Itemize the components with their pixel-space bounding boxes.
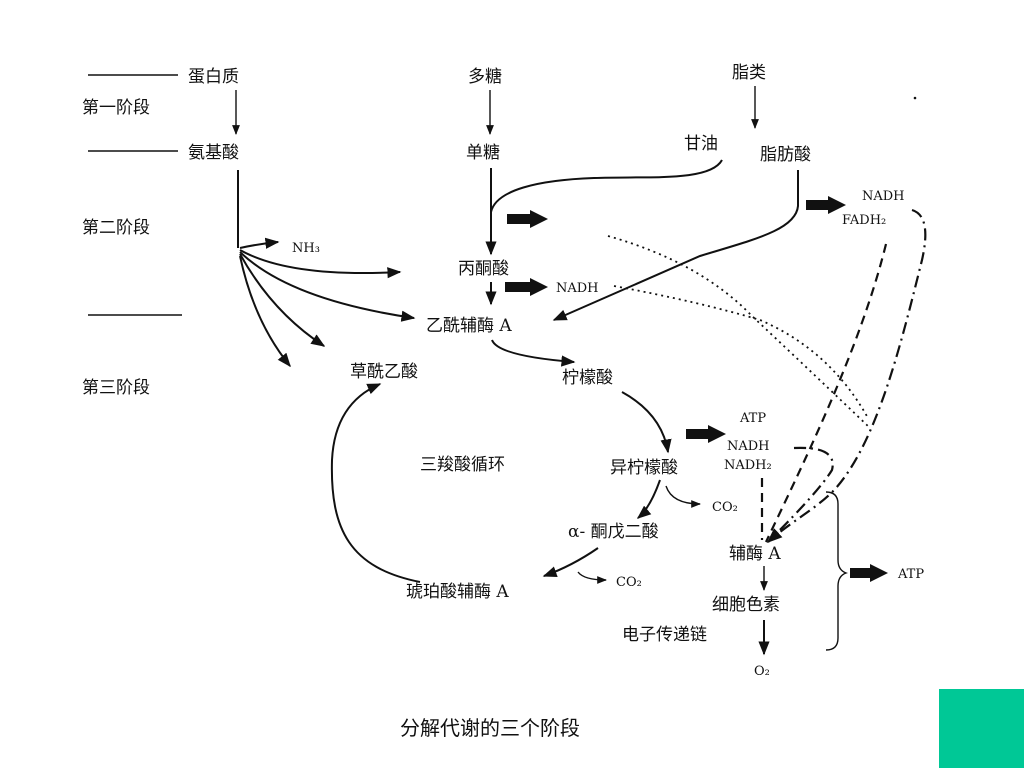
amino-to-pyruvate-arrow (239, 249, 402, 279)
stage-1-label: 第一阶段 (82, 98, 150, 118)
amino-to-acetylcoa-arrow (239, 251, 416, 322)
cycle-nadh-dashdot-line (769, 446, 834, 541)
pyruvate-dotted-line (613, 285, 869, 419)
fadh2-label: FADH₂ (842, 213, 886, 228)
isocitrate-to-akg-arc (636, 479, 661, 519)
co2-succinyl-arrow (577, 571, 607, 584)
nadh-fatty-label: NADH (862, 189, 905, 204)
glycerol-curve (490, 159, 723, 213)
etc-brace (825, 491, 848, 651)
isocitrate-node: 异柠檬酸 (610, 458, 678, 478)
acetyl-coa-node: 乙酰辅酶 A (426, 316, 512, 336)
polysaccharide-node: 多糖 (468, 67, 502, 87)
atp-cycle-label: ATP (739, 411, 766, 426)
stage-3-label: 第三阶段 (82, 378, 150, 398)
nadh2-cycle-label: NADH₂ (724, 458, 772, 473)
succinyl-coa-node: 琥珀酸辅酶 A (406, 582, 509, 602)
fatty-to-acetyl-arrow (552, 170, 799, 321)
glycerol-node: 甘油 (684, 134, 718, 154)
oxaloacetate-node: 草酰乙酸 (350, 362, 418, 382)
akg-to-succinyl-arc (542, 547, 599, 578)
alpha-ketoglutarate-node: α- 酮戊二酸 (568, 522, 659, 542)
amino-to-cycle-arrow (239, 255, 291, 368)
amino-to-oxaloacetate-arrow (239, 253, 326, 347)
fat-arrow-fatty (806, 196, 846, 214)
nadh-cycle-label: NADH (727, 439, 770, 454)
nh3-label: NH₃ (292, 241, 320, 256)
glycolysis-dotted-line (607, 235, 871, 429)
stray-dot (913, 96, 917, 100)
tca-cycle-label: 三羧酸循环 (420, 455, 505, 475)
fadh2-dashed-line (765, 243, 888, 543)
co2-isocitrate-label: CO₂ (712, 500, 738, 515)
electron-chain-node: 电子传递链 (622, 625, 707, 645)
nh3-arrow (239, 237, 280, 249)
diagram-caption: 分解代谢的三个阶段 (400, 716, 580, 740)
stage-2-label: 第二阶段 (82, 218, 150, 238)
atp-final-label: ATP (897, 567, 924, 582)
fat-arrow-cycle (686, 425, 726, 443)
pyruvate-node: 丙酮酸 (458, 259, 509, 279)
citrate-to-isocitrate-arc (621, 391, 672, 454)
corner-accent-block (939, 689, 1024, 768)
nadh-pyruvate-label: NADH (556, 281, 599, 296)
protein-node: 蛋白质 (188, 67, 239, 87)
fat-arrow-glycolysis (507, 210, 548, 228)
fat-arrow-pyruvate (505, 278, 548, 296)
nadh-dashdot-line (766, 208, 927, 544)
lipid-node: 脂类 (732, 63, 766, 83)
monosaccharide-node: 单糖 (466, 143, 500, 163)
coenzyme-a-node: 辅酶 A (729, 544, 781, 564)
citrate-node: 柠檬酸 (562, 368, 613, 388)
o2-label: O₂ (754, 664, 770, 679)
acetyl-to-citrate-arrow (491, 339, 576, 367)
co2-isocitrate-arrow (665, 485, 701, 508)
fatty-acid-node: 脂肪酸 (760, 145, 811, 165)
cytochrome-node: 细胞色素 (712, 595, 780, 615)
succinyl-to-oxalo-arc (330, 383, 421, 583)
fat-arrow-atp (850, 564, 888, 582)
amino-acid-node: 氨基酸 (188, 143, 239, 163)
co2-succinyl-label: CO₂ (616, 575, 642, 590)
